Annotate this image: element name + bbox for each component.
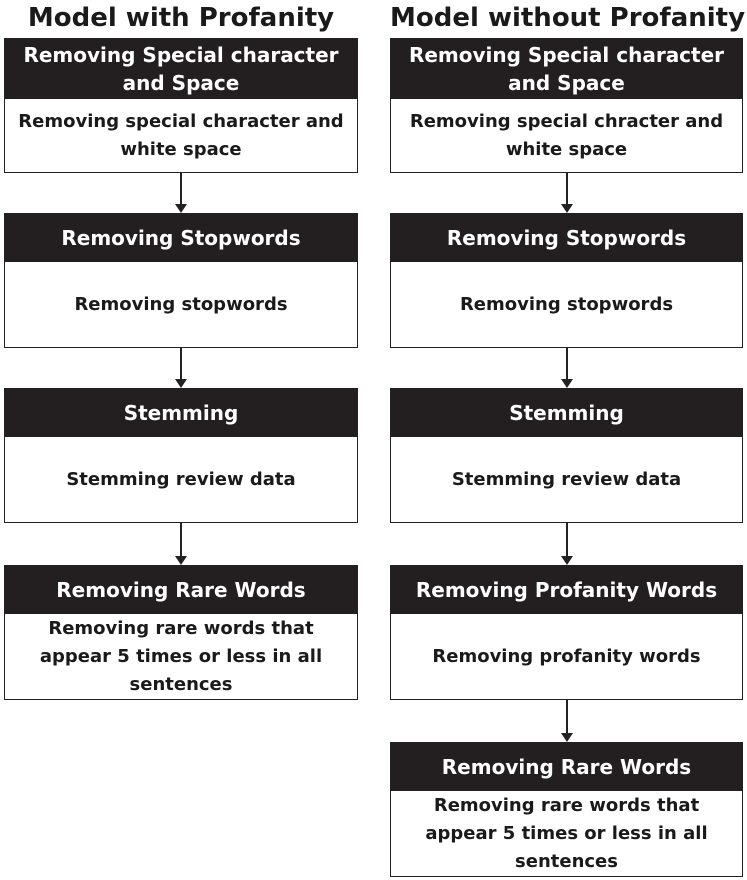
step-header: Removing Special character and Space bbox=[5, 39, 357, 99]
left-step-stopwords: Removing Stopwords Removing stopwords bbox=[4, 213, 358, 348]
step-body: Removing profanity words bbox=[432, 645, 701, 667]
flow-arrow bbox=[175, 173, 187, 213]
step-body: Stemming review data bbox=[66, 468, 296, 490]
step-header: Removing Stopwords bbox=[5, 214, 357, 262]
right-step-stopwords: Removing Stopwords Removing stopwords bbox=[390, 213, 743, 348]
step-header: Removing Rare Words bbox=[391, 743, 742, 791]
flow-arrow bbox=[561, 700, 573, 742]
step-body: Stemming review data bbox=[451, 468, 682, 490]
right-step-rare-words: Removing Rare Words Removing rare words … bbox=[390, 742, 743, 877]
left-step-stemming: Stemming Stemming review data bbox=[4, 388, 358, 523]
step-header: Removing Stopwords bbox=[391, 214, 742, 262]
step-body: Removing special character and white spa… bbox=[18, 110, 344, 160]
flow-arrow bbox=[175, 523, 187, 565]
step-body: Removing stopwords bbox=[74, 293, 288, 315]
right-step-profanity-words: Removing Profanity Words Removing profan… bbox=[390, 565, 743, 700]
step-body: Removing special chracter and white spac… bbox=[409, 110, 724, 160]
right-column-title: Model without Profanity bbox=[390, 3, 746, 33]
flow-arrow bbox=[561, 348, 573, 388]
step-body: Removing rare words that appear 5 times … bbox=[39, 617, 323, 695]
left-step-rare-words: Removing Rare Words Removing rare words … bbox=[4, 565, 358, 700]
left-column-title: Model with Profanity bbox=[27, 3, 335, 33]
step-header: Stemming bbox=[391, 389, 742, 437]
step-header: Stemming bbox=[5, 389, 357, 437]
flow-arrow bbox=[561, 523, 573, 565]
step-body: Removing rare words that appear 5 times … bbox=[425, 794, 708, 872]
flow-arrow bbox=[175, 348, 187, 388]
left-step-special-characters: Removing Special character and Space Rem… bbox=[4, 38, 358, 173]
flow-arrow bbox=[561, 173, 573, 213]
right-step-stemming: Stemming Stemming review data bbox=[390, 388, 743, 523]
step-header: Removing Rare Words bbox=[5, 566, 357, 614]
step-body: Removing stopwords bbox=[459, 293, 674, 315]
step-header: Removing Special character and Space bbox=[391, 39, 742, 99]
step-header: Removing Profanity Words bbox=[391, 566, 742, 614]
right-step-special-characters: Removing Special character and Space Rem… bbox=[390, 38, 743, 173]
